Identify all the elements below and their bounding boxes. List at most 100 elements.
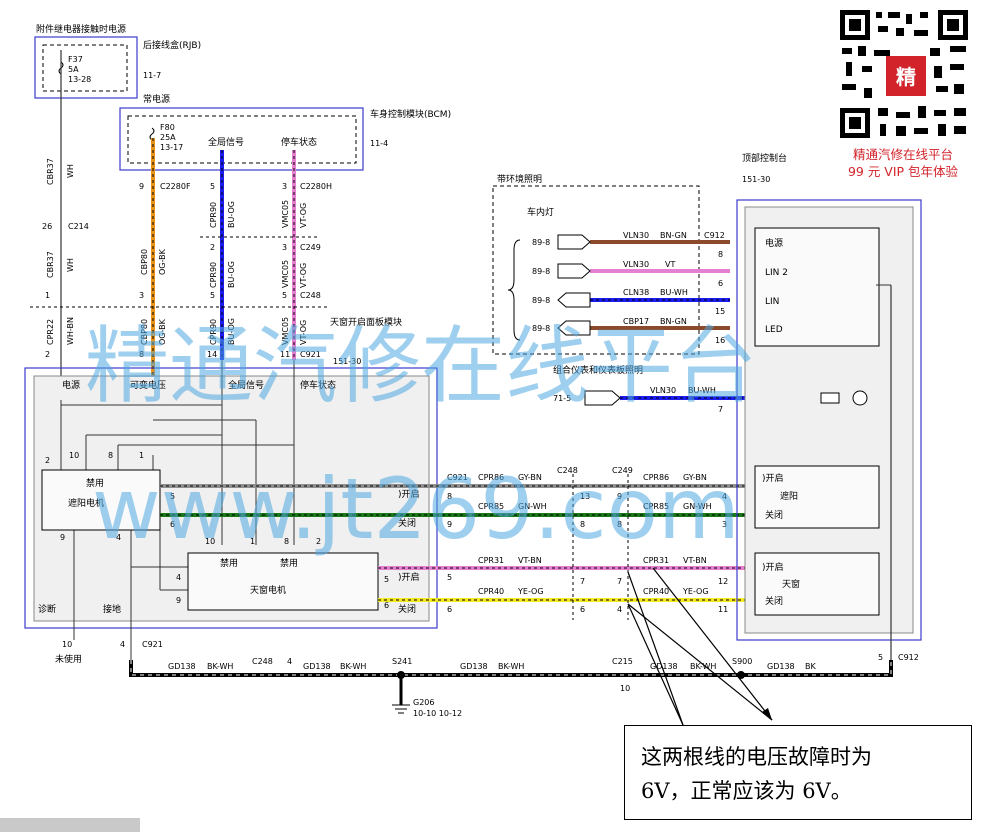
sunroof-panel-frame — [24, 367, 438, 629]
ref-number: 71-5 — [553, 394, 571, 403]
wire-label: BU-WH — [660, 288, 688, 297]
wire-label: CPR22 — [46, 319, 55, 345]
pin-number: 10 — [69, 451, 79, 460]
overhead-frame — [736, 199, 922, 641]
rjb-inner — [42, 44, 128, 92]
wire-label: BN-GN — [660, 231, 687, 240]
ref-11-7: 11-7 — [143, 71, 161, 80]
bcm-frame — [119, 107, 364, 171]
lamp-icon — [852, 390, 868, 406]
bcm-label: 车身控制模块(BCM) — [370, 108, 451, 120]
wire-label: VLN30 — [650, 386, 676, 395]
wire-label: GY-BN — [683, 473, 707, 482]
connector-label: C215 — [612, 657, 633, 666]
bcm-global-sig: 全局信号 — [208, 136, 244, 148]
panel-park-state: 停车状态 — [300, 379, 336, 391]
oc-sunroof-switch — [754, 552, 880, 616]
wire-label: CBR37 — [46, 251, 55, 278]
pin-number: 6 — [580, 605, 585, 614]
wire-label: GN-WH — [518, 502, 547, 511]
pin-number: 8 — [284, 537, 289, 546]
pin-number: 4 — [120, 640, 125, 649]
wire-label: VMC05 — [281, 317, 290, 345]
resistor-icon — [820, 392, 840, 404]
pin-number: 4 — [176, 573, 181, 582]
panel-global-sig: 全局信号 — [228, 379, 264, 391]
qr-caption-line2: 99 元 VIP 包年体验 — [847, 164, 959, 179]
wire-label: CPR90 — [209, 319, 218, 345]
shade-motor-label: 遮阳电机 — [68, 497, 104, 509]
callout-line-3 — [627, 603, 773, 721]
wire-label: CPR90 — [209, 202, 218, 228]
callout-line-2 — [627, 603, 684, 726]
wire-label: BU-OG — [227, 318, 236, 345]
wire-label: BK-WH — [690, 662, 716, 671]
pin-number: 10 — [62, 640, 72, 649]
rjb-label: 后接线盒(RJB) — [143, 39, 201, 51]
pin-number: 8 — [617, 520, 622, 529]
wire-label: CBR37 — [46, 158, 55, 185]
wire-label: CPR40 — [478, 587, 504, 596]
wire-label: BK-WH — [498, 662, 524, 671]
wire-label: WH — [66, 258, 75, 272]
connector-label: C248 — [252, 657, 273, 666]
qr-badge: 精 — [896, 65, 916, 89]
ref-151-30b: 151-30 — [333, 357, 361, 366]
pin-number: 15 — [715, 307, 725, 316]
callout-line-1 — [627, 571, 684, 726]
shade-motor-box — [41, 469, 161, 531]
wire-label: YE-OG — [682, 587, 709, 596]
bcm-park-state: 停车状态 — [281, 136, 317, 148]
connector-label: C2280H — [300, 182, 332, 191]
pin-number: 2 — [210, 243, 215, 252]
wire-label: OG-BK — [158, 248, 167, 275]
rjb-frame — [34, 36, 138, 99]
wire-label: GD138 — [460, 662, 488, 671]
pin-number: 6 — [447, 605, 452, 614]
wire-label: BK-WH — [340, 662, 366, 671]
pin-number: 9 — [447, 520, 452, 529]
s241-label: S241 — [392, 657, 412, 666]
pin-number: 13 — [580, 492, 590, 501]
pin-number: 8 — [718, 250, 723, 259]
fuse-f80-label: F80 — [160, 123, 175, 132]
wire-label: GN-WH — [683, 502, 712, 511]
ground-bus — [129, 660, 893, 714]
fuse-f37-label: F37 — [68, 55, 83, 64]
wire-label: CPR31 — [478, 556, 504, 565]
pin-number: 9 — [617, 492, 622, 501]
wire-label: VT-BN — [683, 556, 707, 565]
sunroof-open: )开启 — [398, 571, 420, 583]
pin-number: 8 — [139, 350, 144, 359]
pin-number: 16 — [715, 336, 725, 345]
overhead-ctrl — [754, 227, 880, 347]
dome-lamp-label: 车内灯 — [527, 206, 554, 218]
wire-label: GD138 — [650, 662, 678, 671]
connector-label: C214 — [68, 222, 89, 231]
wire-label: GD138 — [168, 662, 196, 671]
pin-number: 6 — [718, 279, 723, 288]
acc-relay-label: 附件继电器接触时电源 — [36, 23, 126, 35]
pin-number: 2 — [45, 456, 50, 465]
connector-label: C248 — [557, 466, 578, 475]
pin-number: 8 — [108, 451, 113, 460]
pin-number: 3 — [282, 182, 287, 191]
sunroof-close: 关闭 — [398, 603, 416, 615]
pin-number: 8 — [580, 520, 585, 529]
pin-number: 7 — [580, 577, 585, 586]
ref-number: 89-8 — [532, 267, 550, 276]
wire-label: VT-OG — [299, 203, 308, 228]
pin-number: 1 — [139, 451, 144, 460]
pin-number: 26 — [42, 222, 52, 231]
panel-var-volt: 可变电压 — [130, 379, 166, 391]
g206-ref: 10-10 10-12 — [413, 709, 462, 718]
sunroof-motor-label: 天窗电机 — [250, 584, 286, 596]
pin-number: 3 — [139, 291, 144, 300]
splice-s241 — [397, 671, 405, 679]
pin-number: 10 — [620, 684, 630, 693]
connector-label: C912 — [704, 231, 725, 240]
connector-label: C249 — [612, 466, 633, 475]
wire-label: VT-OG — [299, 263, 308, 288]
wire-label: WH-BN — [66, 317, 75, 345]
connector-label: C248 — [300, 291, 321, 300]
